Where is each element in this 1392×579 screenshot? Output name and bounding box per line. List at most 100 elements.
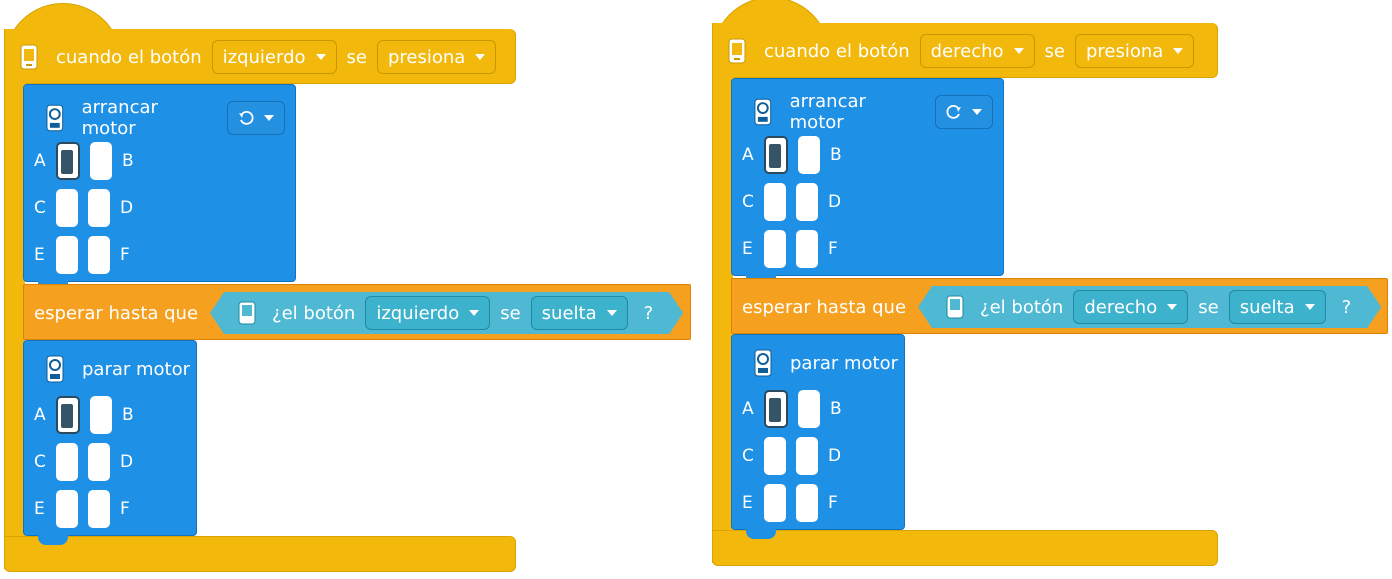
cond-button-value: derecho — [1084, 296, 1158, 318]
hat-block-side — [4, 29, 25, 569]
port-label-e: E — [34, 498, 45, 519]
chevron-down-icon — [469, 310, 479, 316]
chevron-down-icon — [1173, 48, 1184, 54]
port-label-a: A — [742, 398, 754, 419]
hat-block-side — [712, 23, 733, 563]
se-label: se — [1044, 40, 1065, 62]
port-label-f: F — [828, 238, 838, 259]
port-label-a: A — [34, 150, 46, 171]
button-released-condition[interactable]: ¿el botón izquierdo se suelta ? — [210, 292, 683, 334]
cond-se-label: se — [500, 302, 521, 324]
port-b-toggle[interactable] — [798, 135, 820, 174]
direction-dropdown[interactable] — [935, 95, 993, 129]
hub-icon — [728, 38, 746, 64]
hub-icon — [946, 295, 964, 319]
clockwise-icon — [946, 104, 961, 119]
port-d-toggle[interactable] — [796, 436, 818, 475]
action-dropdown[interactable]: presiona — [1074, 34, 1195, 68]
hat-block-bottom — [4, 536, 516, 572]
port-label-b: B — [122, 404, 134, 425]
block-notch — [38, 535, 68, 545]
port-e-toggle[interactable] — [56, 235, 78, 274]
stop-motor-header: parar motor — [754, 349, 898, 377]
cond-state-dropdown[interactable]: suelta — [531, 296, 628, 330]
wait-until-block[interactable]: esperar hasta que ¿el botón izquierdo se… — [23, 284, 691, 340]
stop-motor-label: parar motor — [82, 358, 191, 380]
hat-row: cuando el botón izquierdo se presiona — [20, 39, 506, 75]
direction-dropdown[interactable] — [227, 101, 285, 135]
start-motor-header: arrancar motor — [46, 97, 295, 139]
wait-until-block[interactable]: esperar hasta que ¿el botón derecho se s… — [731, 278, 1388, 334]
port-b-toggle[interactable] — [798, 389, 820, 428]
cond-state-dropdown[interactable]: suelta — [1229, 290, 1326, 324]
start-motor-header: arrancar motor — [754, 91, 1003, 133]
port-label-f: F — [828, 492, 838, 513]
chevron-down-icon — [264, 115, 274, 121]
port-f-toggle[interactable] — [796, 483, 818, 522]
button-dropdown[interactable]: derecho — [919, 34, 1035, 68]
port-c-toggle[interactable] — [56, 188, 78, 227]
chevron-down-icon — [1167, 304, 1177, 310]
port-c-toggle[interactable] — [56, 442, 78, 481]
port-d-toggle[interactable] — [88, 442, 110, 481]
port-label-d: D — [120, 451, 134, 472]
script-left: cuando el botón izquierdo se presiona ar… — [0, 0, 691, 579]
port-d-toggle[interactable] — [88, 188, 110, 227]
cond-button-dropdown[interactable]: izquierdo — [365, 296, 490, 330]
chevron-down-icon — [972, 109, 982, 115]
wait-prefix: esperar hasta que — [34, 302, 199, 324]
port-f-toggle[interactable] — [796, 229, 818, 268]
hat-row: cuando el botón derecho se presiona — [728, 33, 1204, 69]
port-a-toggle[interactable] — [764, 135, 788, 174]
port-e-toggle[interactable] — [56, 489, 78, 528]
cond-se-label: se — [1198, 296, 1219, 318]
port-label-c: C — [34, 197, 46, 218]
port-a-toggle[interactable] — [764, 389, 788, 428]
port-b-toggle[interactable] — [90, 395, 112, 434]
button-released-condition[interactable]: ¿el botón derecho se suelta ? — [918, 286, 1381, 328]
motor-icon — [46, 104, 64, 132]
cond-label: ¿el botón — [272, 302, 356, 324]
motor-icon — [754, 98, 772, 126]
button-dropdown[interactable]: izquierdo — [211, 40, 337, 74]
port-f-toggle[interactable] — [88, 235, 110, 274]
chevron-down-icon — [1013, 48, 1024, 54]
hat-block-bottom — [712, 530, 1218, 566]
script-right: cuando el botón derecho se presiona arra… — [708, 0, 1392, 573]
start-motor-label: arrancar motor — [81, 97, 158, 139]
action-value: presiona — [1085, 40, 1164, 62]
motor-icon — [754, 349, 772, 377]
port-f-toggle[interactable] — [88, 489, 110, 528]
port-label-b: B — [830, 398, 842, 419]
se-label: se — [346, 46, 367, 68]
port-label-d: D — [828, 445, 842, 466]
cond-button-value: izquierdo — [376, 302, 460, 324]
port-c-toggle[interactable] — [764, 436, 786, 475]
port-c-toggle[interactable] — [764, 182, 786, 221]
cond-state-value: suelta — [1239, 296, 1295, 318]
port-a-toggle[interactable] — [56, 395, 80, 434]
port-label-d: D — [828, 191, 842, 212]
port-e-toggle[interactable] — [764, 483, 786, 522]
port-a-toggle[interactable] — [56, 141, 80, 180]
chevron-down-icon — [607, 310, 617, 316]
action-dropdown[interactable]: presiona — [376, 40, 497, 74]
port-b-toggle[interactable] — [90, 141, 112, 180]
port-label-c: C — [742, 191, 754, 212]
port-label-a: A — [34, 404, 46, 425]
port-label-e: E — [742, 238, 753, 259]
port-e-toggle[interactable] — [764, 229, 786, 268]
port-label-b: B — [122, 150, 134, 171]
port-d-toggle[interactable] — [796, 182, 818, 221]
cond-button-dropdown[interactable]: derecho — [1073, 290, 1188, 324]
